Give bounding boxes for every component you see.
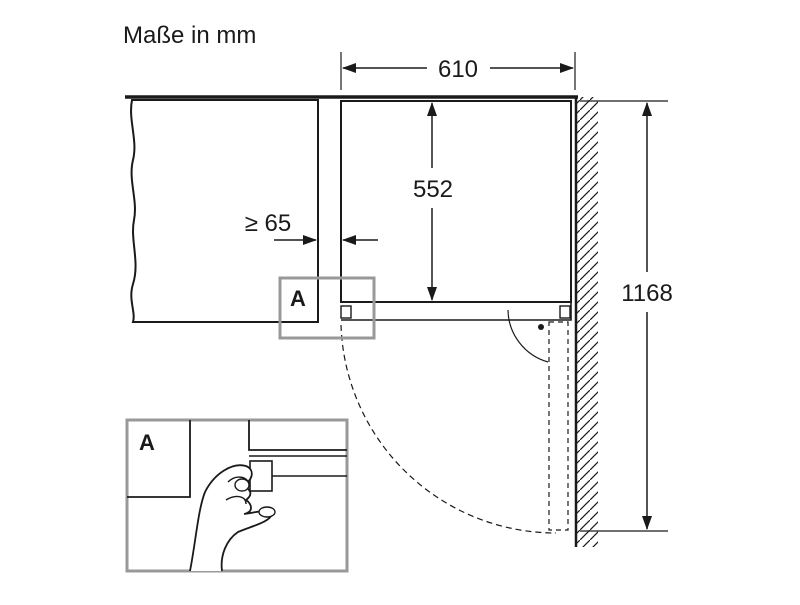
detail-marker-box bbox=[278, 276, 376, 340]
hand-fingertip bbox=[258, 506, 276, 518]
width-dimension-label: 610 bbox=[438, 56, 478, 83]
door-swing-arc bbox=[340, 324, 557, 534]
hand-illustration bbox=[189, 464, 273, 572]
adjacent-cabinet bbox=[130, 99, 319, 323]
detail-marker-label: A bbox=[290, 286, 306, 311]
detail-cabinet-edge bbox=[127, 420, 191, 498]
hinge-pivot bbox=[538, 324, 544, 330]
wall-hatching bbox=[576, 97, 598, 547]
open-door-outline bbox=[548, 321, 569, 531]
detail-callout-label: A bbox=[139, 430, 155, 455]
depth-dimension-label: 552 bbox=[413, 176, 453, 203]
hinge-swing-arc bbox=[507, 309, 549, 363]
detail-callout-panel: A bbox=[125, 418, 349, 573]
page-title: Maße in mm bbox=[123, 22, 256, 49]
detail-appliance-edge bbox=[248, 420, 347, 451]
gap-dimension-label: ≥ 65 bbox=[245, 210, 292, 237]
door-handle bbox=[340, 305, 352, 319]
door-hinge bbox=[559, 305, 571, 319]
height-dimension-label: 1168 bbox=[621, 280, 673, 307]
hand-thumb bbox=[234, 478, 250, 492]
appliance-door bbox=[341, 301, 572, 321]
appliance-body bbox=[340, 100, 572, 303]
detail-handle bbox=[249, 460, 273, 492]
